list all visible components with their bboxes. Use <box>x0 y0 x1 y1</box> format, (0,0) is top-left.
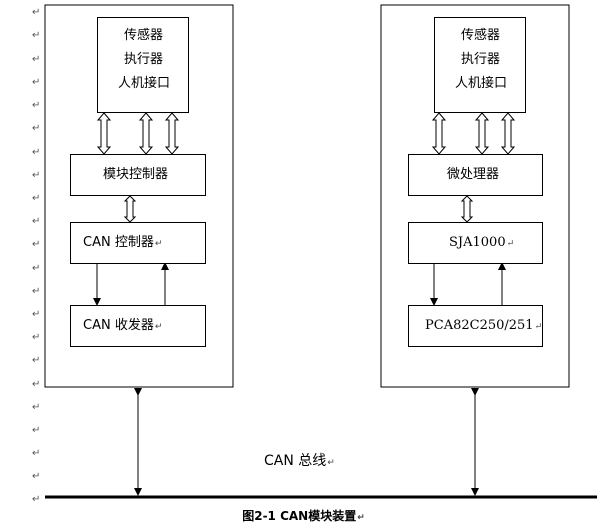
paragraph-mark: ↵ <box>32 494 41 505</box>
left-module-controller-label: 模块控制器 <box>103 167 169 182</box>
left-can-controller-label: CAN 控制器↵ <box>83 235 163 250</box>
paragraph-mark: ↵ <box>32 7 41 18</box>
right-can-controller-box: SJA1000↵ <box>408 222 543 264</box>
right-io-line-2: 执行器 <box>461 52 501 67</box>
left-module-controller-box: 模块控制器 <box>70 154 206 196</box>
right-io-line-1: 传感器 <box>461 28 501 43</box>
left-io-box: 传感器 执行器 人机接口 <box>97 17 189 113</box>
paragraph-mark: ↵ <box>32 170 41 181</box>
right-io-box: 传感器 执行器 人机接口 <box>434 17 526 113</box>
left-controller-link-arrow <box>123 195 137 223</box>
right-processor-link-arrow <box>460 195 474 223</box>
paragraph-mark: ↵ <box>32 100 41 111</box>
right-module-frame <box>380 4 570 388</box>
paragraph-mark: ↵ <box>32 263 41 274</box>
figure-caption: 图2-1 CAN模块装置↵ <box>242 509 365 523</box>
paragraph-mark: ↵ <box>32 402 41 413</box>
right-transceiver-box: PCA82C250/251↵ <box>408 305 543 347</box>
right-processor-box: 微处理器 <box>408 154 543 196</box>
paragraph-mark: ↵ <box>32 216 41 227</box>
paragraph-mark: ↵ <box>32 123 41 134</box>
left-io-line-3: 人机接口 <box>118 76 171 91</box>
can-bus-label: CAN 总线↵ <box>264 453 335 469</box>
paragraph-mark: ↵ <box>32 30 41 41</box>
right-io-arrows <box>431 112 516 155</box>
paragraph-mark: ↵ <box>32 239 41 250</box>
paragraph-mark: ↵ <box>32 309 41 320</box>
paragraph-mark: ↵ <box>32 147 41 158</box>
paragraph-mark: ↵ <box>32 425 41 436</box>
left-io-arrows <box>96 112 180 155</box>
right-io-line-3: 人机接口 <box>455 76 508 91</box>
left-io-line-2: 执行器 <box>124 52 164 67</box>
paragraph-mark: ↵ <box>32 77 41 88</box>
right-can-controller-label: SJA1000↵ <box>449 235 515 250</box>
left-can-controller-box: CAN 控制器↵ <box>70 222 206 264</box>
paragraph-mark: ↵ <box>32 471 41 482</box>
paragraph-mark: ↵ <box>32 448 41 459</box>
paragraph-mark: ↵ <box>32 379 41 390</box>
paragraph-mark: ↵ <box>32 332 41 343</box>
paragraph-mark: ↵ <box>32 193 41 204</box>
paragraph-mark: ↵ <box>32 54 41 65</box>
left-transceiver-box: CAN 收发器↵ <box>70 305 206 347</box>
paragraph-mark: ↵ <box>32 286 41 297</box>
left-io-line-1: 传感器 <box>124 28 164 43</box>
left-module-frame <box>44 4 234 388</box>
left-transceiver-label: CAN 收发器↵ <box>83 318 163 333</box>
right-transceiver-label: PCA82C250/251↵ <box>425 318 543 333</box>
right-processor-label: 微处理器 <box>447 167 500 182</box>
paragraph-mark: ↵ <box>32 355 41 366</box>
